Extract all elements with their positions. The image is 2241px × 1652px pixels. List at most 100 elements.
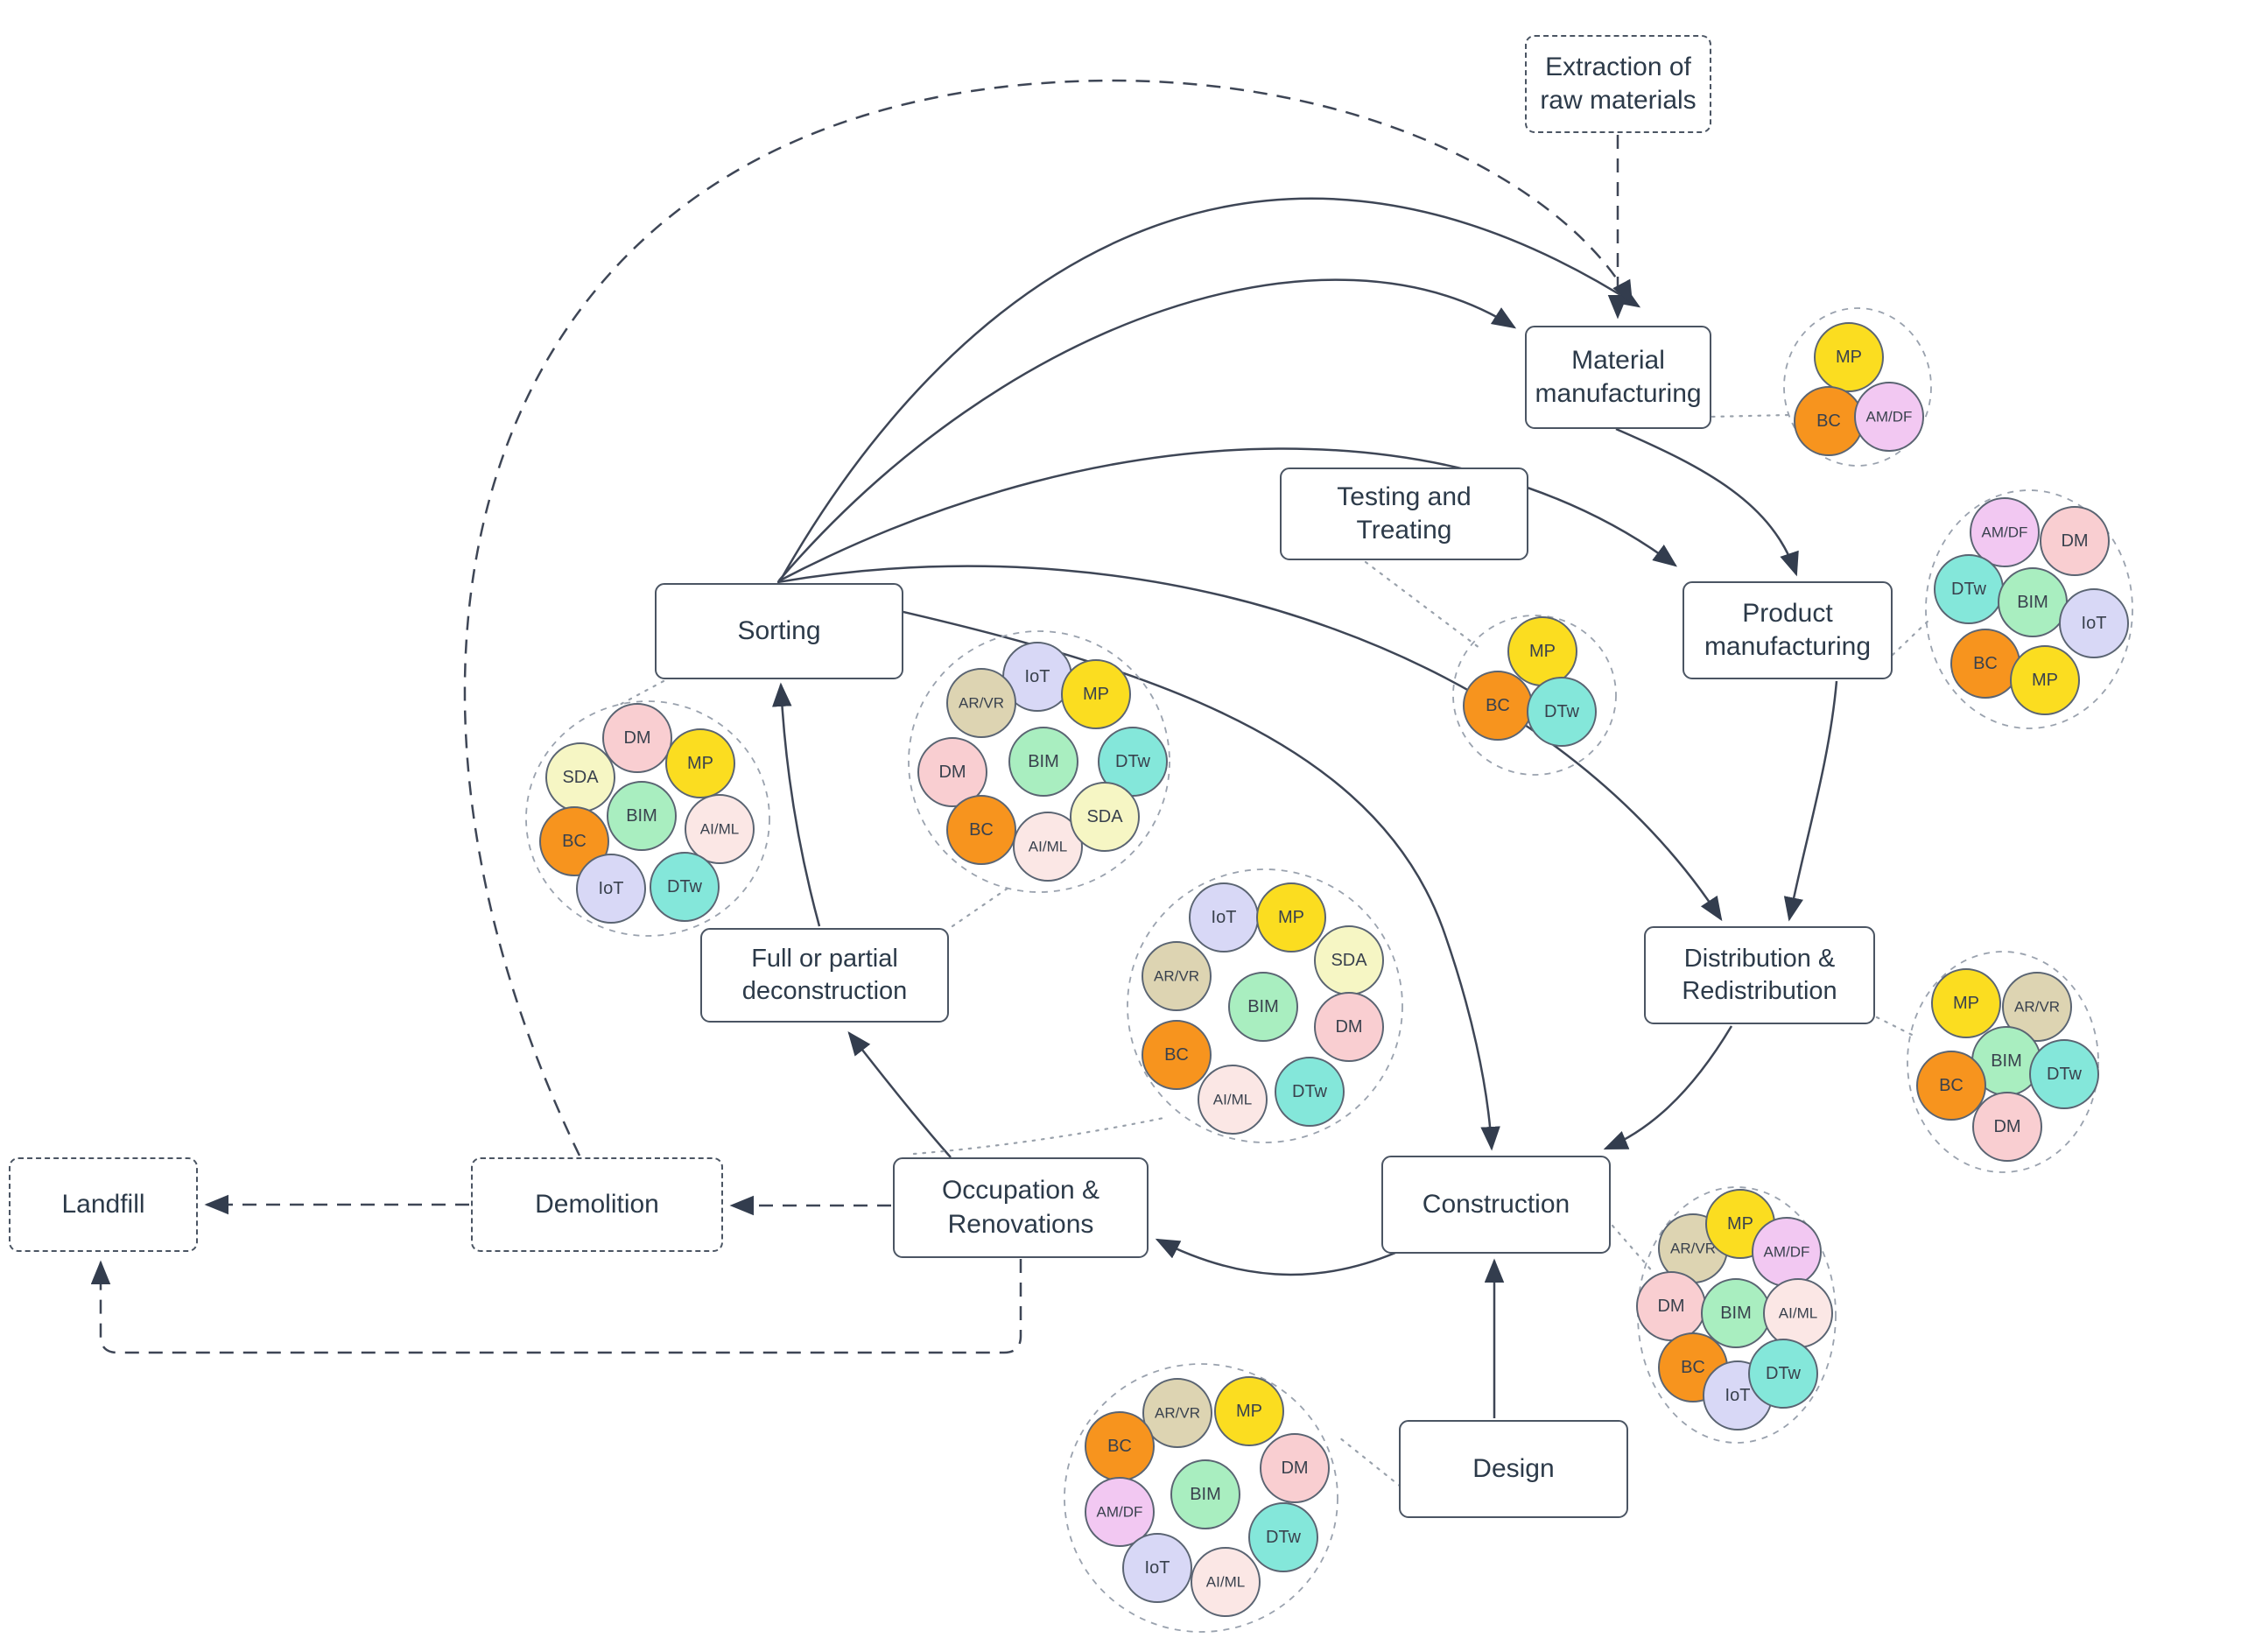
node-landfill: Landfill [9, 1157, 198, 1252]
tech-label: MP [1083, 685, 1109, 704]
tech-circle-dtw [1248, 1502, 1318, 1572]
tech-label: BIM [1247, 997, 1279, 1016]
edge-occupation-to-landfill [90, 1259, 1022, 1354]
tech-label: BIM [626, 806, 657, 826]
edge-deconstruction-to-sorting [772, 682, 821, 927]
tech-label: AI/ML [1029, 839, 1067, 855]
tech-label: AI/ML [1213, 1092, 1252, 1108]
tech-label: BIM [1190, 1485, 1221, 1504]
tech-circle-dtw [1527, 677, 1597, 747]
edge-sorting-to-distribution [776, 565, 1723, 922]
tech-label: AM/DF [1764, 1244, 1810, 1261]
tech-label: BC [1973, 654, 1998, 673]
connector-construction-cluster [1611, 1224, 1656, 1276]
tech-circle-am-df [1085, 1477, 1155, 1547]
connector-material-cluster [1711, 413, 1791, 418]
connector-occupation-cluster [912, 1115, 1170, 1156]
tech-label: AM/DF [1097, 1504, 1143, 1521]
tech-label: IoT [1725, 1386, 1751, 1405]
edge-sorting-to-material-b [778, 278, 1517, 581]
tech-circle-bc [946, 795, 1016, 865]
tech-label: DM [1657, 1297, 1684, 1316]
tech-circle-ai-ml [1191, 1547, 1261, 1617]
tech-circle-ar-vr [946, 668, 1016, 738]
tech-circle-ai-ml [1013, 812, 1083, 882]
cluster-outline [908, 630, 1170, 893]
cluster-outline [525, 700, 770, 937]
tech-label: AM/DF [1982, 524, 2028, 541]
tech-label: DTw [1115, 752, 1151, 771]
connector-deconstruction-cluster [951, 886, 1010, 928]
tech-circle-bim [1170, 1459, 1240, 1529]
tech-label: BIM [2017, 593, 2048, 612]
tech-label: AI/ML [1206, 1574, 1245, 1591]
tech-label: BC [1681, 1358, 1705, 1377]
tech-circle-ar-vr [1142, 941, 1212, 1011]
tech-label: DTw [667, 877, 703, 896]
connector-distribution-cluster [1875, 1016, 1917, 1038]
tech-circle-ai-ml [1198, 1065, 1268, 1135]
cluster-outline [1064, 1363, 1338, 1633]
tech-label: AR/VR [2014, 999, 2060, 1016]
tech-circle-am-df [1854, 382, 1924, 452]
edge-sorting-to-material-a [779, 197, 1641, 580]
tech-label: IoT [599, 879, 624, 898]
tech-label: DM [1993, 1117, 2020, 1136]
tech-circle-dm [1314, 992, 1384, 1062]
tech-label: DTw [1951, 580, 1987, 599]
tech-label: BC [1164, 1045, 1189, 1065]
tech-circle-dtw [1275, 1057, 1345, 1127]
cluster-outline [1783, 307, 1932, 467]
tech-label: IoT [1212, 908, 1237, 927]
tech-label: AM/DF [1866, 409, 1913, 425]
node-sorting: Sorting [655, 583, 903, 679]
tech-circle-dm [917, 737, 987, 807]
tech-label: BIM [1028, 752, 1059, 771]
tech-circle-ar-vr [1142, 1378, 1212, 1448]
tech-label: MP [687, 754, 713, 773]
tech-label: BC [1486, 696, 1510, 715]
tech-label: BIM [1991, 1051, 2022, 1071]
edge-sorting-to-product [777, 447, 1677, 583]
tech-circle-dtw [2029, 1039, 2099, 1109]
edge-product-to-distribution [1783, 680, 1838, 922]
tech-label: AI/ML [700, 821, 739, 838]
tech-label: BC [1939, 1076, 1964, 1095]
tech-circle-mp [1931, 968, 2001, 1038]
node-demolition: Demolition [471, 1157, 723, 1252]
tech-circle-am-df [1970, 497, 2040, 567]
tech-label: AI/ML [1779, 1305, 1817, 1322]
cluster-outline [1452, 615, 1617, 776]
tech-circle-sda [1070, 782, 1140, 852]
tech-label: DM [1281, 1459, 1308, 1478]
tech-circle-dm [1972, 1092, 2042, 1162]
tech-label: MP [1529, 642, 1556, 661]
node-testing-and-treating: Testing and Treating [1280, 467, 1528, 560]
tech-circle-mp [1256, 882, 1326, 953]
connector-sorting-cluster [616, 679, 665, 707]
tech-circle-bc [1142, 1020, 1212, 1090]
tech-label: BC [1816, 411, 1841, 431]
tech-label: MP [1278, 908, 1304, 927]
tech-label: BC [1107, 1437, 1132, 1456]
tech-label: DM [623, 728, 650, 748]
tech-label: MP [1836, 348, 1862, 367]
tech-circle-dm [602, 703, 672, 773]
tech-label: AR/VR [1154, 968, 1199, 985]
tech-label: IoT [1025, 667, 1050, 686]
tech-label: MP [1727, 1214, 1753, 1234]
cluster-outline [1925, 489, 2133, 729]
tech-label: SDA [1331, 951, 1367, 970]
tech-label: MP [1236, 1402, 1262, 1421]
node-material-manufacturing: Material manufacturing [1525, 326, 1711, 429]
tech-circle-bc [1916, 1051, 1986, 1121]
tech-label: DTw [1766, 1364, 1802, 1383]
